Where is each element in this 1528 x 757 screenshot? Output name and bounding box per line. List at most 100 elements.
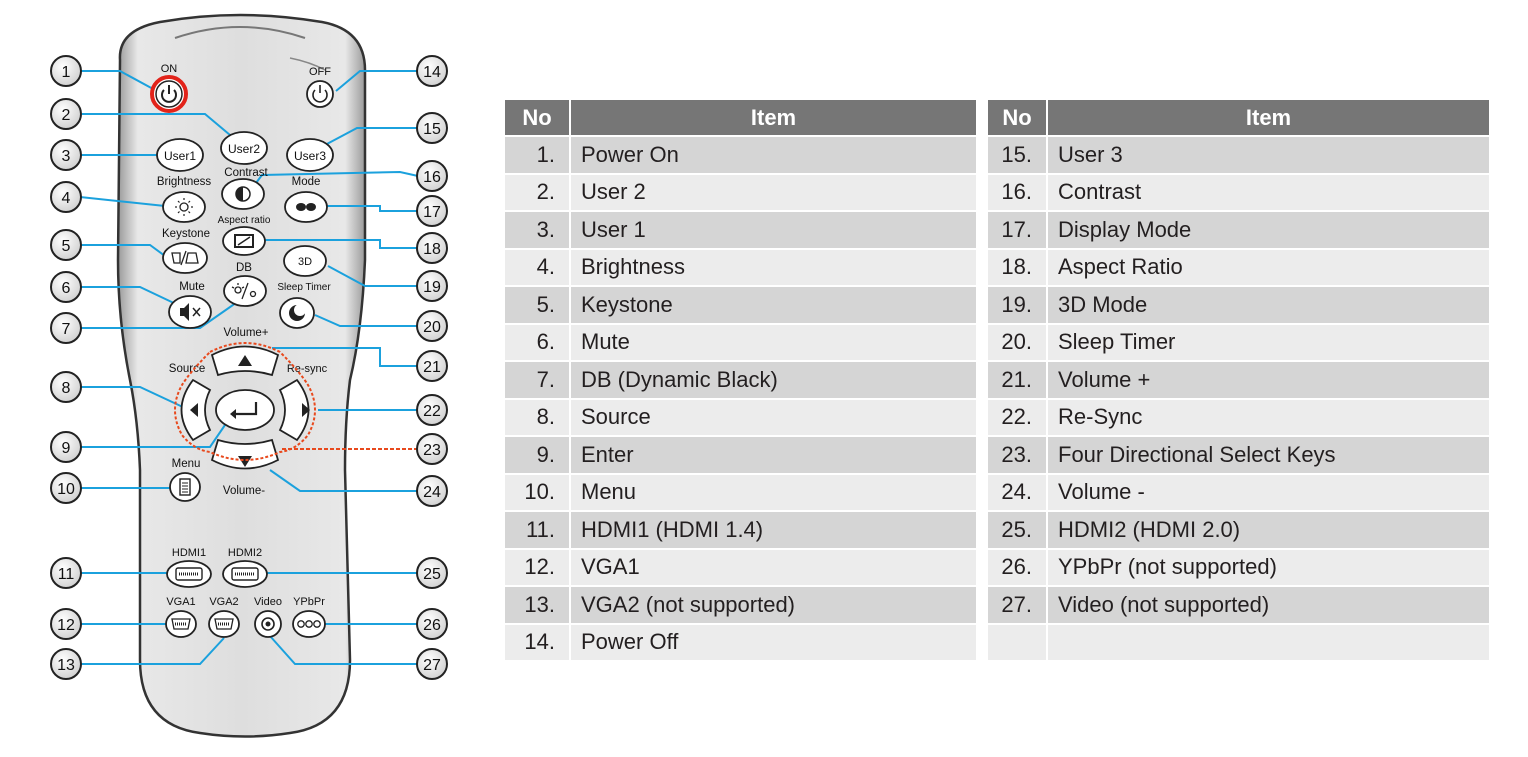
user3-button[interactable]: User3 [286,138,334,172]
callout-marker: 9 [50,431,82,463]
row-item: Contrast [1048,172,1489,210]
table-row: 10.Menu [505,472,976,510]
table-row: 12.VGA1 [505,547,976,585]
callout-marker: 22 [416,394,448,426]
callout-number: 14 [423,64,441,81]
row-number: 20. [988,322,1048,360]
table-row: 9.Enter [505,435,976,473]
table-header-row: No Item [505,100,976,135]
row-item: Volume - [1048,472,1489,510]
brightness-icon [175,198,193,216]
row-number: 12. [505,547,571,585]
hdmi2-button[interactable] [222,560,268,588]
callout-number: 3 [62,148,71,165]
callout-marker: 14 [416,55,448,87]
user1-button[interactable]: User1 [156,138,204,172]
header-item: Item [1048,100,1489,135]
table-row: 24.Volume - [988,472,1489,510]
callout-number: 6 [62,280,71,297]
table-row: 15.User 3 [988,135,1489,173]
table-row: 19.3D Mode [988,285,1489,323]
vga2-label: VGA2 [209,596,238,608]
table-row: 22.Re-Sync [988,397,1489,435]
directional-keys-highlight [174,342,316,461]
callout-number: 26 [423,617,441,634]
svg-text:3D: 3D [298,256,312,268]
callout-marker: 16 [416,160,448,192]
menu-icon [179,478,191,496]
3d-button[interactable]: 3D [283,245,327,277]
volume-down-button[interactable] [210,438,280,470]
table-row: 5.Keystone [505,285,976,323]
table-row: 1.Power On [505,135,976,173]
sleep-timer-button[interactable] [279,297,315,329]
row-item: User 1 [571,210,976,248]
db-button[interactable] [223,275,267,307]
brightness-button[interactable] [162,191,206,223]
power-off-button[interactable] [306,80,334,108]
row-item: Menu [571,472,976,510]
callout-marker: 23 [416,433,448,465]
callout-marker: 20 [416,310,448,342]
table-row: 7.DB (Dynamic Black) [505,360,976,398]
row-item: Source [571,397,976,435]
svg-text:User1: User1 [164,149,196,163]
leader-lines [79,70,419,665]
source-button[interactable] [180,378,212,442]
table-row: 3.User 1 [505,210,976,248]
vga1-button[interactable] [165,610,197,638]
arrow-left-icon [190,403,198,417]
table-row: 27.Video (not supported) [988,585,1489,623]
aspect-ratio-button[interactable] [222,226,266,256]
row-number: 3. [505,210,571,248]
enter-button[interactable] [215,389,275,431]
callout-marker: 24 [416,475,448,507]
row-item: Brightness [571,247,976,285]
resync-button[interactable] [278,378,310,442]
keystone-button[interactable] [162,242,208,274]
volume-up-button[interactable] [210,345,280,377]
off-label: OFF [309,66,331,78]
row-item [1048,622,1489,660]
row-number: 15. [988,135,1048,173]
power-on-button[interactable] [150,75,188,113]
sleep-timer-label: Sleep Timer [277,282,331,293]
mode-button[interactable] [284,191,328,223]
menu-button[interactable] [169,472,201,502]
callout-marker: 7 [50,312,82,344]
row-item: Display Mode [1048,210,1489,248]
contrast-button[interactable] [221,178,265,210]
user2-button[interactable]: User2 [220,131,268,165]
callout-number: 25 [423,566,441,583]
row-number: 7. [505,360,571,398]
keystone-label: Keystone [162,228,210,240]
mode-label: Mode [292,176,321,188]
table-row: 26.YPbPr (not supported) [988,547,1489,585]
row-item: Video (not supported) [1048,585,1489,623]
row-item: Mute [571,322,976,360]
callout-number: 22 [423,403,441,420]
row-number: 5. [505,285,571,323]
callout-number: 8 [62,380,71,397]
vga2-button[interactable] [208,610,240,638]
table-row: 13.VGA2 (not supported) [505,585,976,623]
table-row: 18.Aspect Ratio [988,247,1489,285]
table-row: 21.Volume + [988,360,1489,398]
row-item: Volume + [1048,360,1489,398]
mute-button[interactable] [168,295,212,329]
row-number: 26. [988,547,1048,585]
keystone-icon [171,252,199,264]
row-item: 3D Mode [1048,285,1489,323]
row-item: VGA1 [571,547,976,585]
callout-number: 18 [423,241,441,258]
row-number: 2. [505,172,571,210]
callout-number: 7 [62,321,71,338]
ypbpr-button[interactable] [292,610,326,638]
callout-number: 23 [423,442,441,459]
row-item: DB (Dynamic Black) [571,360,976,398]
arrow-up-icon [238,355,252,366]
video-button[interactable] [254,610,282,638]
row-number: 1. [505,135,571,173]
hdmi1-button[interactable] [166,560,212,588]
